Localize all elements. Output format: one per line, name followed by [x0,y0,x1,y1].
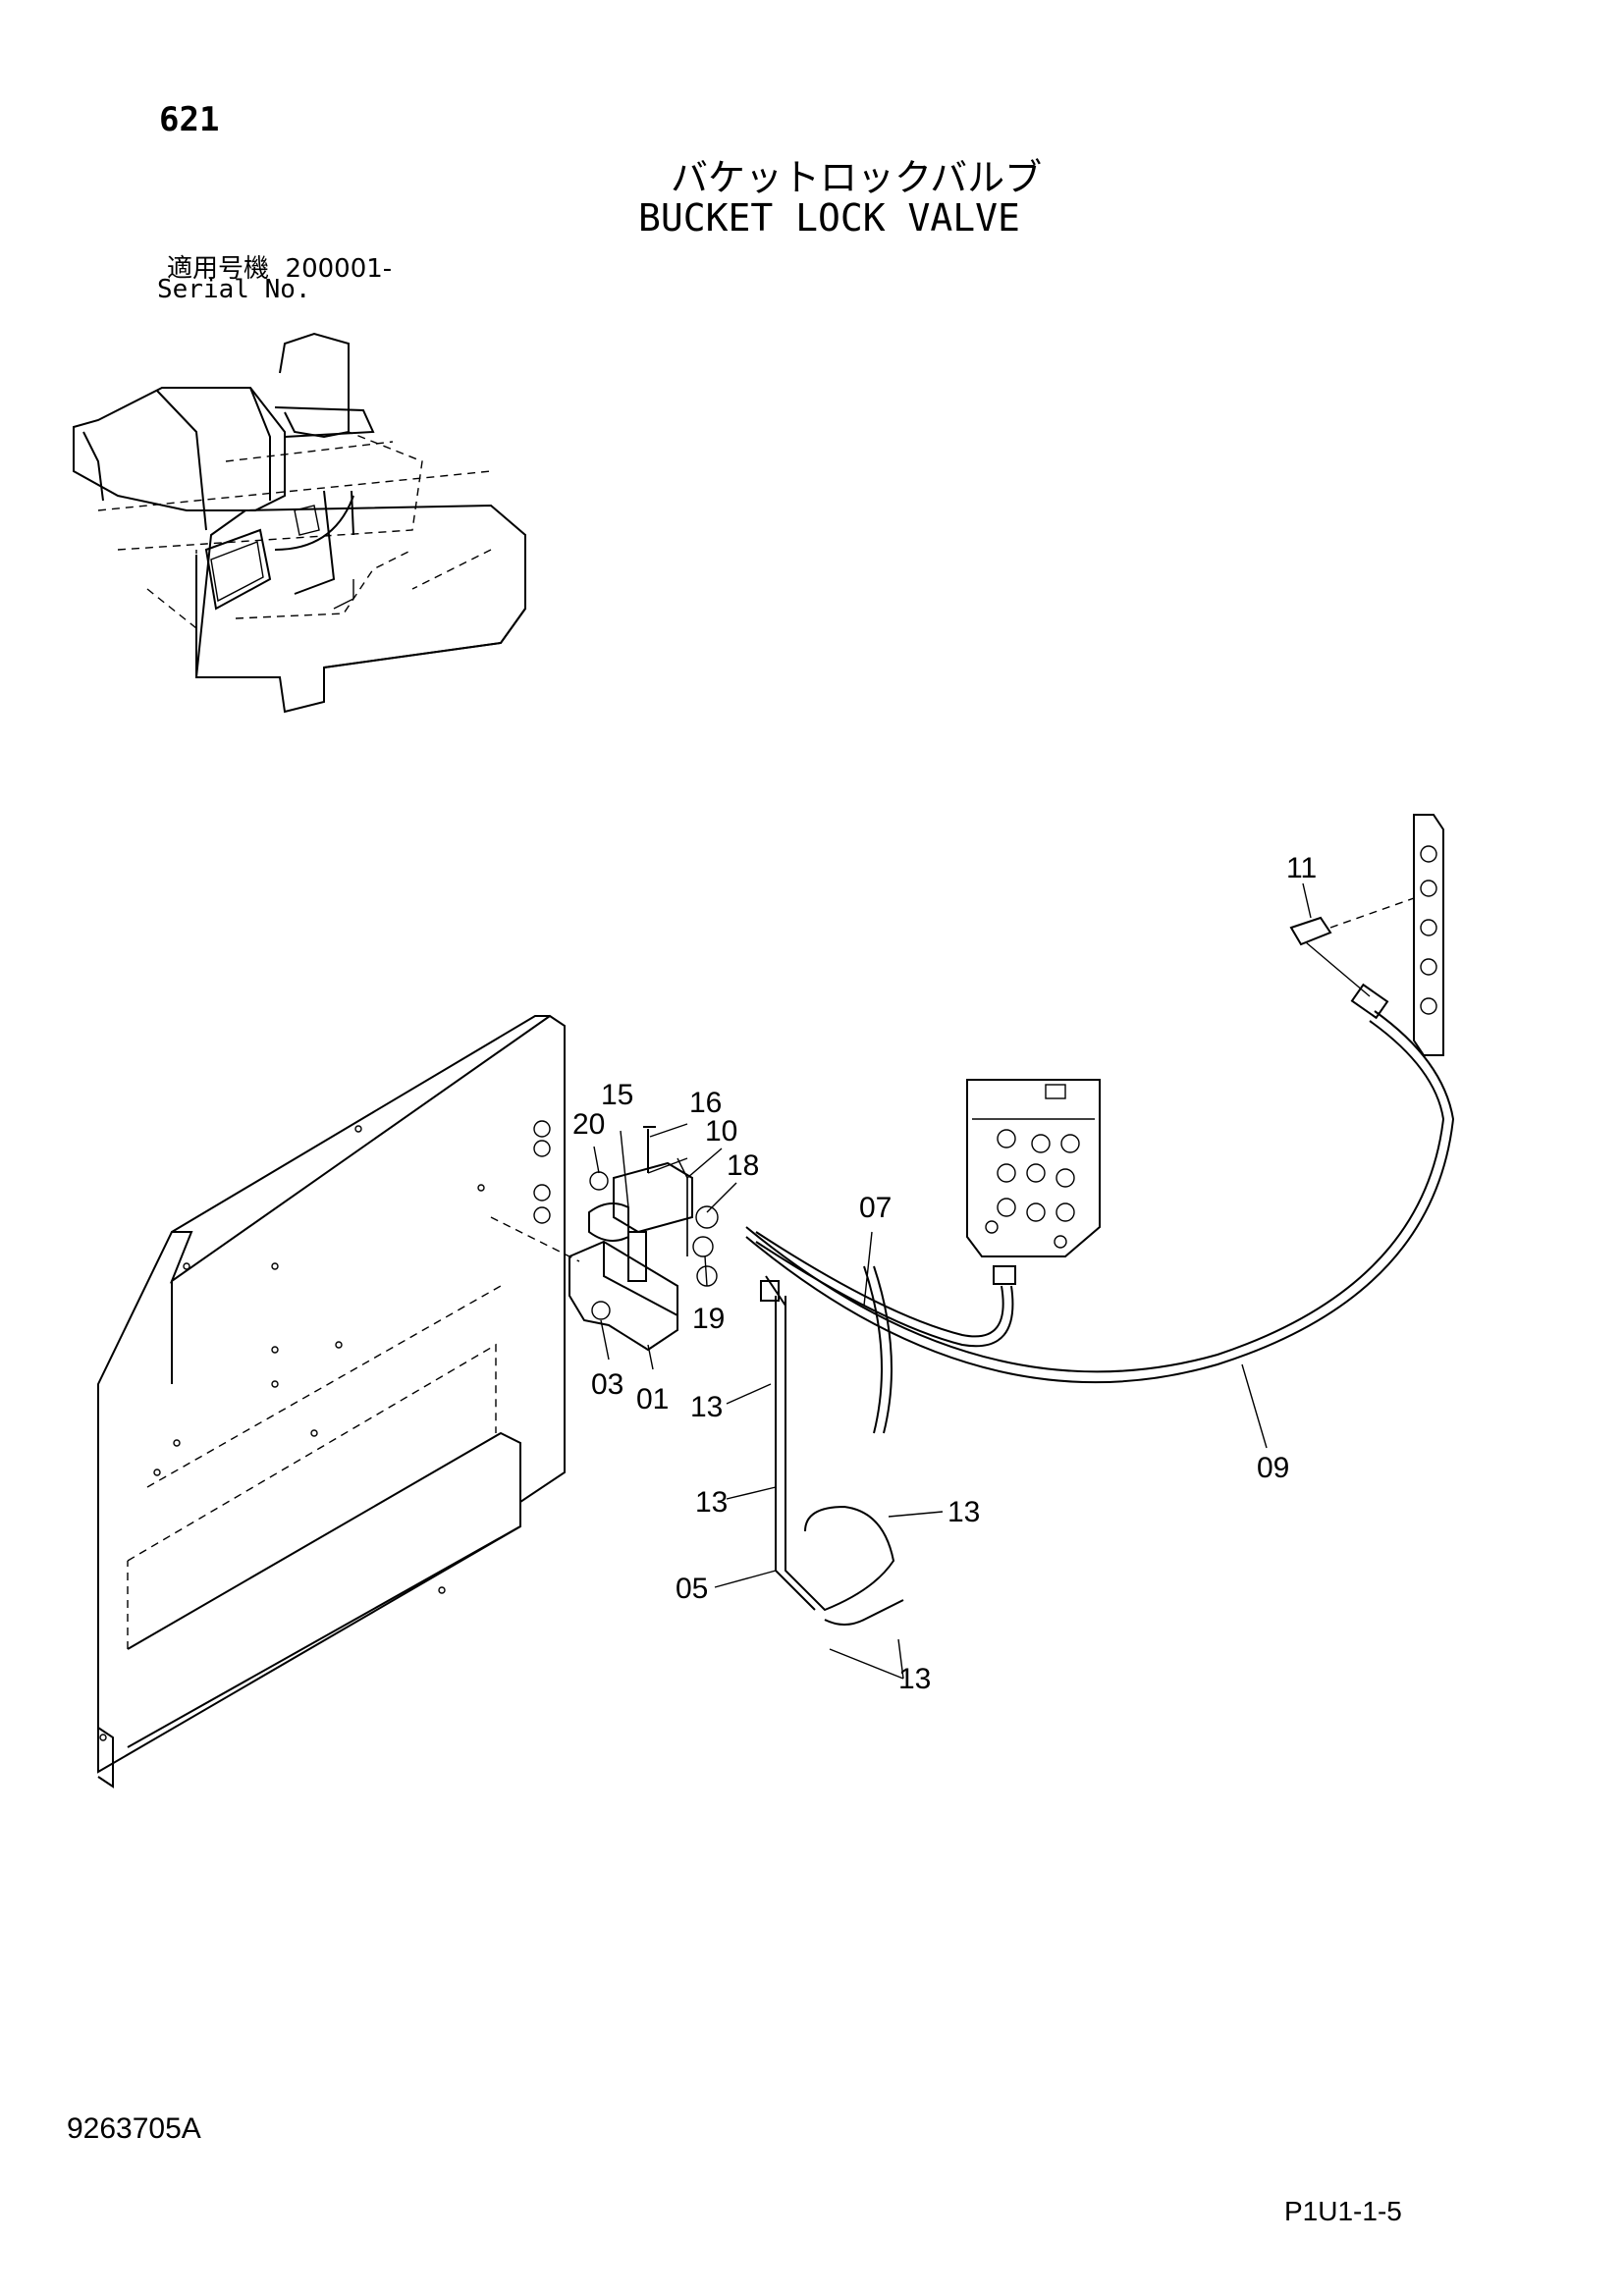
callout-05: 05 [676,1573,708,1605]
callout-01: 01 [636,1383,669,1415]
callout-16: 16 [689,1087,722,1119]
document-number: 9263705A [67,2112,201,2145]
sheet-id: P1U1-1-5 [1284,2196,1402,2226]
callout-labels: 11 15 16 20 10 18 07 19 03 01 13 09 13 1… [572,852,1317,1695]
callout-13-d: 13 [898,1663,931,1695]
callout-03: 03 [591,1368,623,1401]
page-title: BUCKET LOCK VALVE [638,196,1020,240]
machine-overview-inset [73,332,526,714]
serial-label-jp: 適用号機 [167,254,270,284]
callout-15: 15 [601,1079,633,1111]
mounting-panel [97,1014,566,1789]
callout-13-b: 13 [695,1486,728,1519]
callout-13-c: 13 [947,1496,980,1528]
callout-13-a: 13 [690,1391,723,1423]
callout-10: 10 [705,1115,737,1148]
serial-label-japanese: 適用号機 200001- [167,248,392,285]
manifold-rail [1289,814,1444,1056]
callout-20: 20 [572,1108,605,1141]
callout-18: 18 [727,1149,759,1182]
callout-11: 11 [1286,852,1317,884]
control-valve-block [966,1079,1101,1257]
serial-value: 200001- [285,254,393,284]
callout-07: 07 [859,1192,892,1224]
leader-lines [593,882,1312,1680]
bucket-lock-valve-assembly [490,1126,719,1352]
callout-19: 19 [692,1303,725,1335]
title-japanese: バケットロックバルブ [671,156,1043,199]
page-number: 621 [159,100,220,139]
serial-label-english: Serial No. [157,275,311,304]
callout-09: 09 [1257,1452,1289,1484]
